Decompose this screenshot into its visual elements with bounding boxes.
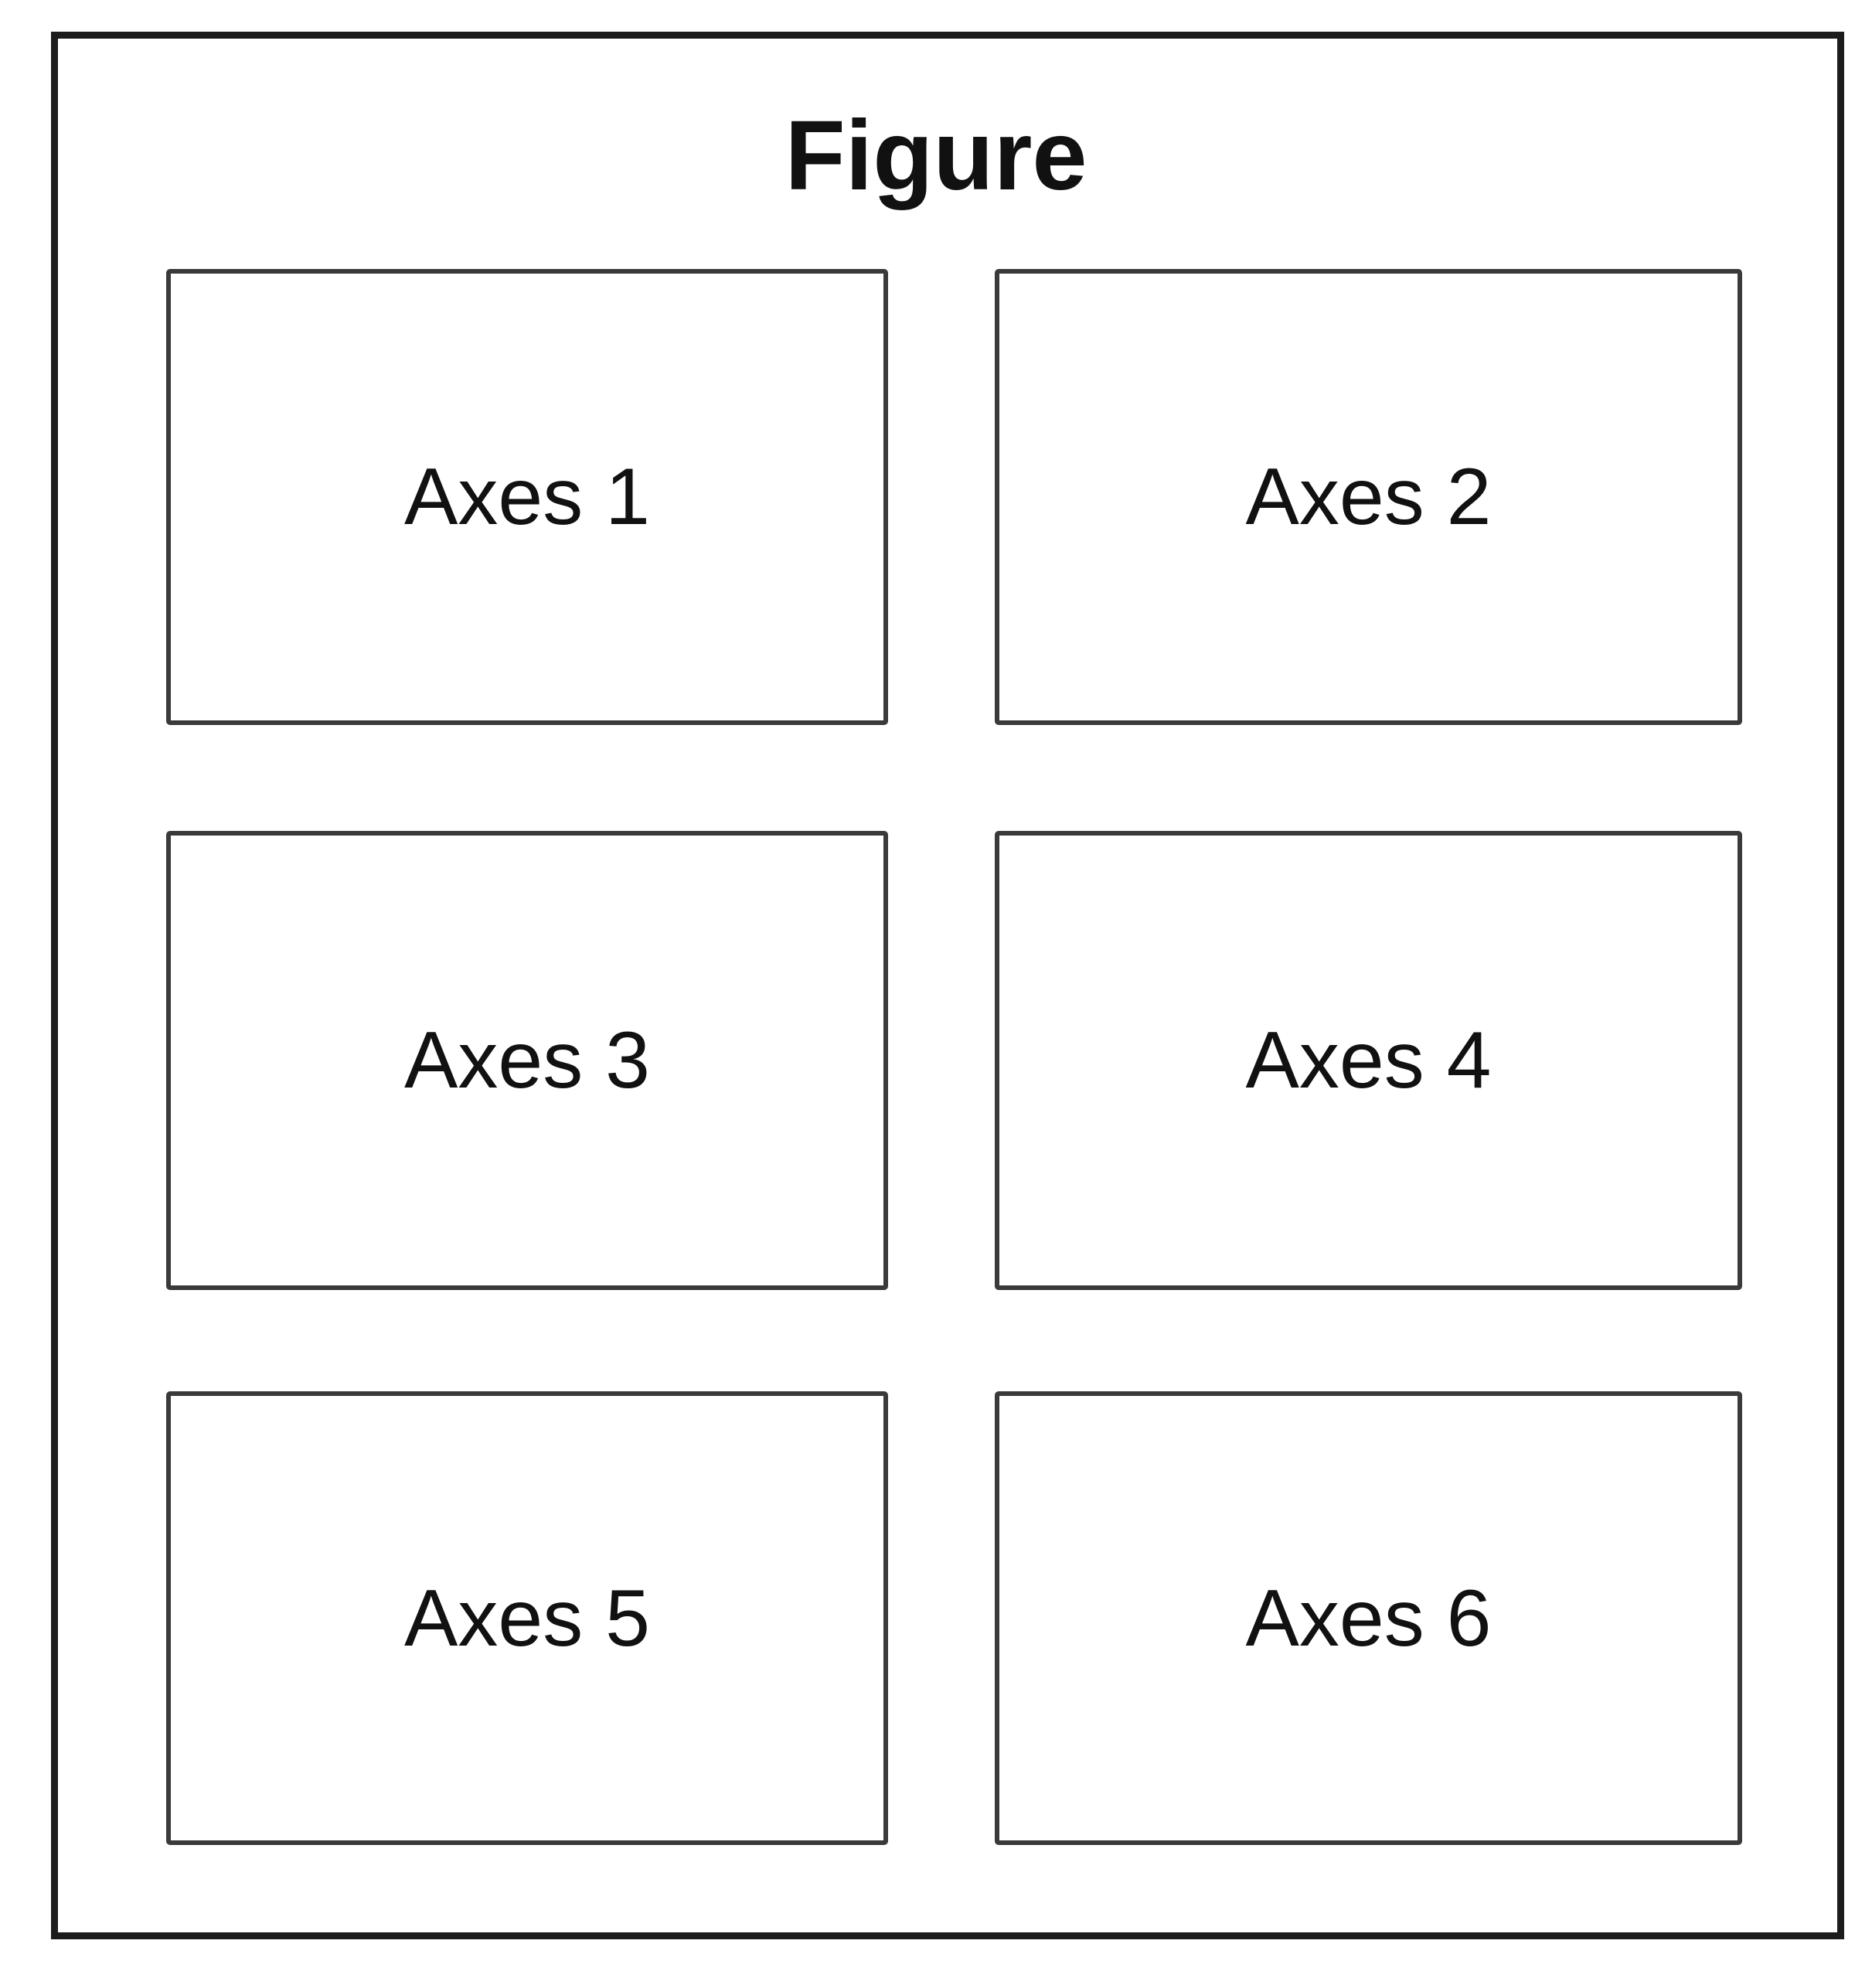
- axes-box-1: Axes 1: [166, 269, 888, 725]
- figure-title: Figure: [785, 100, 1087, 211]
- axes-label-5: Axes 5: [404, 1573, 650, 1663]
- axes-label-4: Axes 4: [1245, 1016, 1492, 1105]
- axes-label-2: Axes 2: [1245, 452, 1492, 542]
- axes-label-1: Axes 1: [404, 452, 650, 542]
- axes-label-3: Axes 3: [404, 1016, 650, 1105]
- axes-box-6: Axes 6: [995, 1391, 1742, 1845]
- axes-box-5: Axes 5: [166, 1391, 888, 1845]
- axes-box-2: Axes 2: [995, 269, 1742, 725]
- axes-label-6: Axes 6: [1245, 1573, 1492, 1663]
- axes-box-3: Axes 3: [166, 831, 888, 1290]
- axes-box-4: Axes 4: [995, 831, 1742, 1290]
